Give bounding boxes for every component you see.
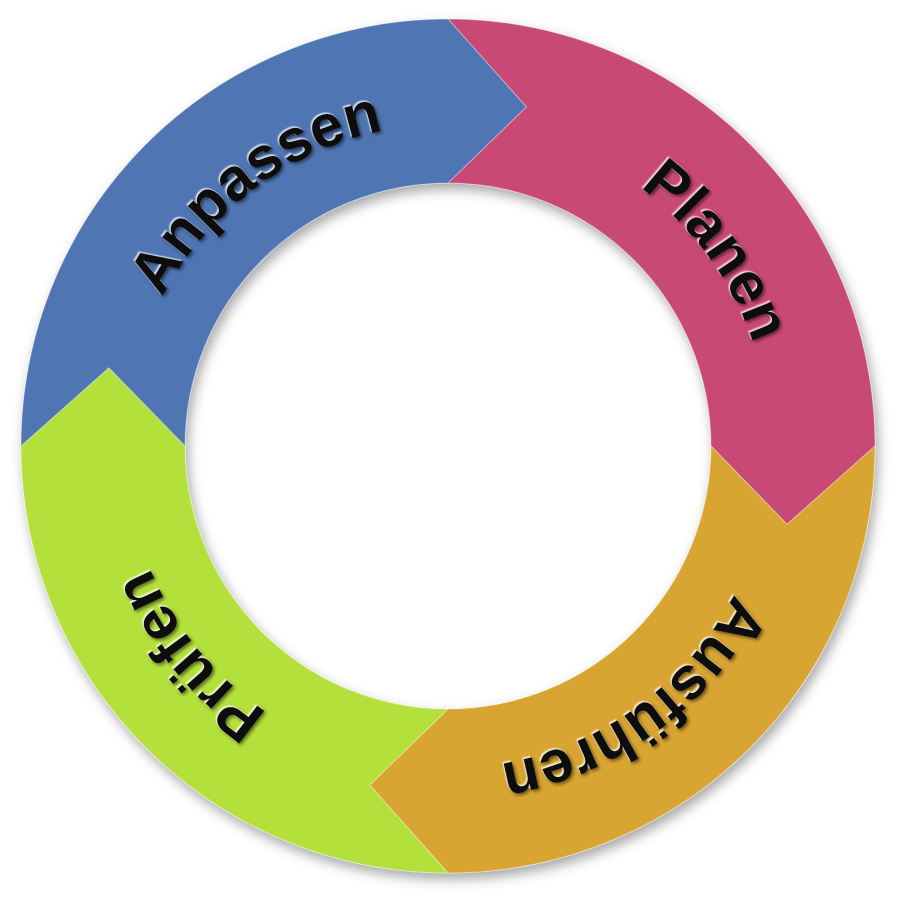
cycle-segment-anpassen — [20, 18, 527, 448]
segments-group — [20, 18, 876, 874]
cycle-segment-prüfen — [20, 367, 450, 874]
cycle-segment-ausführen — [369, 444, 876, 874]
cycle-segment-planen — [446, 18, 876, 525]
